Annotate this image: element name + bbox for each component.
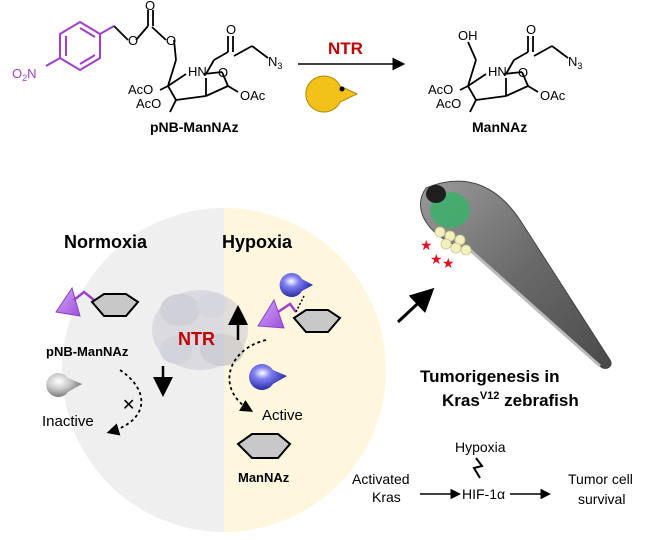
carbonate-linker	[113, 10, 177, 87]
activated-kras-line1: Activated	[352, 471, 410, 487]
ntr-label: NTR	[178, 329, 215, 349]
atom-o: O	[166, 33, 176, 48]
reactant-structure: O2N O O O	[12, 0, 282, 135]
atom-o: O	[145, 0, 155, 13]
product-sugar-ring	[459, 36, 569, 113]
atom-o: O	[526, 22, 536, 37]
azide-label: N3	[268, 54, 282, 71]
outcome-line1: Tumor cell	[568, 471, 633, 487]
nitrophenyl-ring	[45, 20, 115, 72]
activation-path-arrow	[228, 339, 267, 412]
atom-o: O	[518, 65, 528, 80]
acetoxy-label: OAc	[540, 88, 566, 103]
pnb-manaz-icon	[55, 286, 140, 317]
reactant-label: pNB-ManNAz	[150, 119, 239, 135]
product-label: ManNAz	[472, 119, 527, 135]
hydroxyl-label: OH	[458, 28, 478, 43]
acetoxy-label: AcO	[128, 82, 153, 97]
enzyme-label: NTR	[328, 39, 363, 58]
acetoxy-label: OAc	[240, 88, 266, 103]
svg-text:★: ★	[420, 237, 433, 253]
hypoxia-title: Hypoxia	[222, 232, 293, 252]
atom-hn: HN	[488, 64, 507, 79]
labeled-star-icons: ★ ★ ★	[420, 237, 455, 271]
tumor-cells	[434, 226, 472, 256]
hif-label: HIF-1α	[462, 486, 505, 502]
azide-label: N3	[568, 54, 582, 71]
activated-kras-line2: Kras	[372, 489, 401, 505]
atom-hn: HN	[188, 64, 207, 79]
product-structure: OH HN O O N3 AcO AcO OAc ManNAz	[428, 22, 582, 135]
acetoxy-label: AcO	[428, 82, 453, 97]
tumorigenesis-arrow	[396, 287, 435, 324]
zebrafish-caption-line2: KrasV12 zebrafish	[442, 390, 579, 410]
blocked-path-arrow	[106, 369, 143, 436]
normoxia-substrate-label: pNB-ManNAz	[46, 344, 129, 359]
active-pacman-icon	[249, 364, 287, 390]
atom-o: O	[218, 65, 228, 80]
svg-text:★: ★	[442, 255, 455, 271]
outcome-line2: survival	[578, 491, 625, 507]
zebrafish-caption-line1: Tumorigenesis in	[420, 367, 560, 386]
svg-text:★: ★	[430, 251, 443, 267]
pacman-enzyme-icon	[305, 75, 359, 113]
inactive-label: Inactive	[42, 413, 94, 430]
active-pacman-icon	[279, 273, 313, 297]
fish-eye-icon	[426, 185, 446, 203]
nitro-group-label: O2N	[12, 66, 37, 83]
reaction-arrow: NTR	[298, 39, 406, 113]
manaz-hexagon-icon	[236, 433, 292, 459]
lightning-bolt-icon	[472, 457, 484, 479]
normoxia-title: Normoxia	[64, 232, 148, 252]
acetoxy-label: AcO	[436, 96, 461, 111]
inactive-pacman-icon	[46, 373, 82, 398]
sugar-ring	[159, 36, 269, 113]
active-label: Active	[262, 407, 303, 424]
hypoxia-product-label: ManNAz	[238, 470, 290, 485]
atom-o: O	[128, 33, 138, 48]
pathway-hypoxia-label: Hypoxia	[455, 439, 506, 455]
acetoxy-label: AcO	[136, 96, 161, 111]
hypoxia-substrate-icon	[257, 295, 342, 333]
blocked-x-icon: ✕	[122, 397, 135, 414]
zebrafish-illustration: ★ ★ ★	[420, 180, 612, 369]
signaling-pathway: Hypoxia Activated Kras HIF-1α Tumor cell…	[352, 439, 633, 507]
ntr-protein-icon	[152, 290, 248, 370]
atom-o: O	[226, 22, 236, 37]
